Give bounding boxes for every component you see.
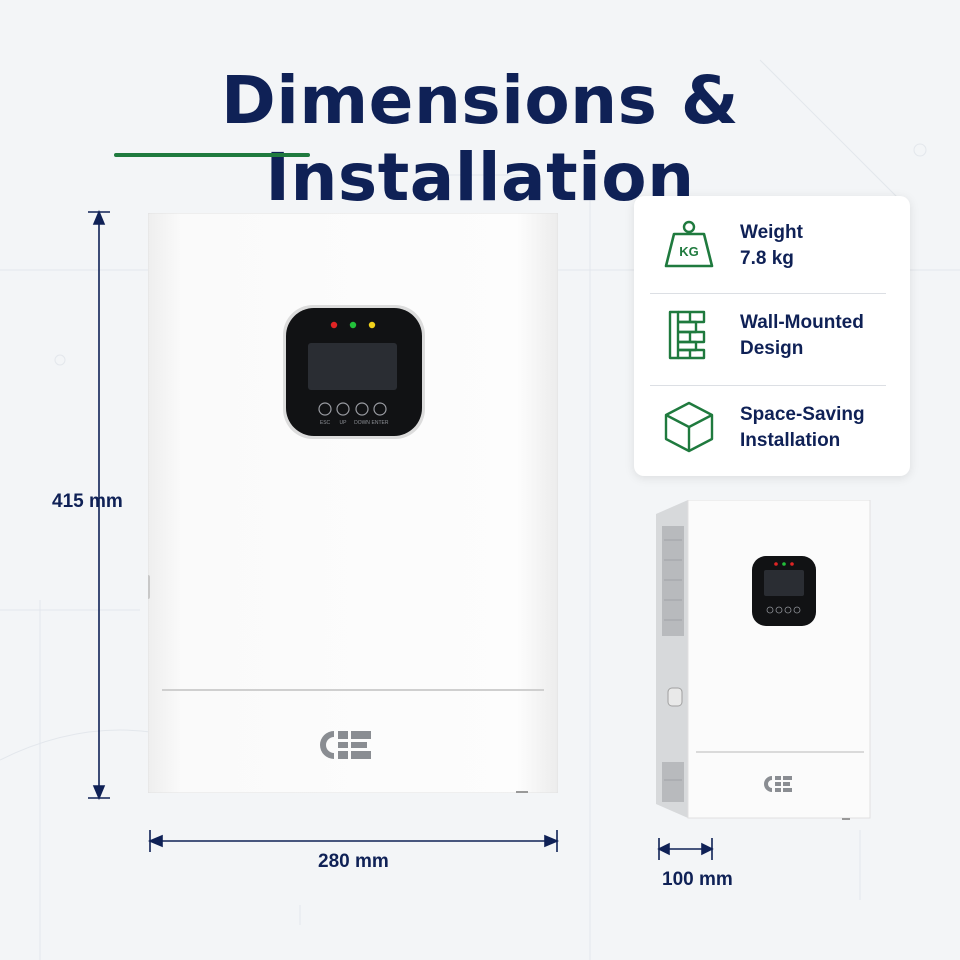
feature-wall-subtitle: Design xyxy=(740,338,804,359)
indicator-green xyxy=(349,321,357,329)
feature-wall-title: Wall-Mounted xyxy=(740,312,864,333)
weight-kg-icon: KG xyxy=(664,220,714,268)
feature-space-saving: Space-Saving Installation xyxy=(650,382,894,468)
indicator-yellow xyxy=(368,321,376,329)
cube-icon xyxy=(664,401,714,453)
width-label: 280 mm xyxy=(318,851,389,872)
height-label: 415 mm xyxy=(52,491,123,512)
btn-up-label: UP xyxy=(340,420,348,426)
feature-space-subtitle: Installation xyxy=(740,430,841,451)
page-title: Dimensions & Installation xyxy=(221,62,739,216)
separator xyxy=(650,293,886,294)
brand-logo xyxy=(320,731,371,759)
feature-weight-title: Weight xyxy=(740,222,803,243)
indicator-red xyxy=(330,321,338,329)
btn-enter-label: ENTER xyxy=(372,420,389,426)
inverter-side-view xyxy=(656,500,871,820)
wall-brick-icon xyxy=(668,310,706,360)
btn-down-label: DOWN xyxy=(354,420,370,426)
btn-esc-label: ESC xyxy=(320,420,331,426)
title-underline xyxy=(114,153,310,157)
feature-space-title: Space-Saving xyxy=(740,404,865,425)
feature-weight: KG Weight 7.8 kg xyxy=(650,200,894,286)
svg-text:KG: KG xyxy=(679,244,699,259)
feature-wall-mounted: Wall-Mounted Design xyxy=(650,290,894,376)
features-panel: KG Weight 7.8 kg Wall-Mounted Design xyxy=(634,196,910,476)
inverter-front-view: ESC UP DOWN ENTER xyxy=(148,213,558,793)
feature-weight-value: 7.8 kg xyxy=(740,248,794,269)
separator xyxy=(650,385,886,386)
depth-label: 100 mm xyxy=(662,869,733,890)
